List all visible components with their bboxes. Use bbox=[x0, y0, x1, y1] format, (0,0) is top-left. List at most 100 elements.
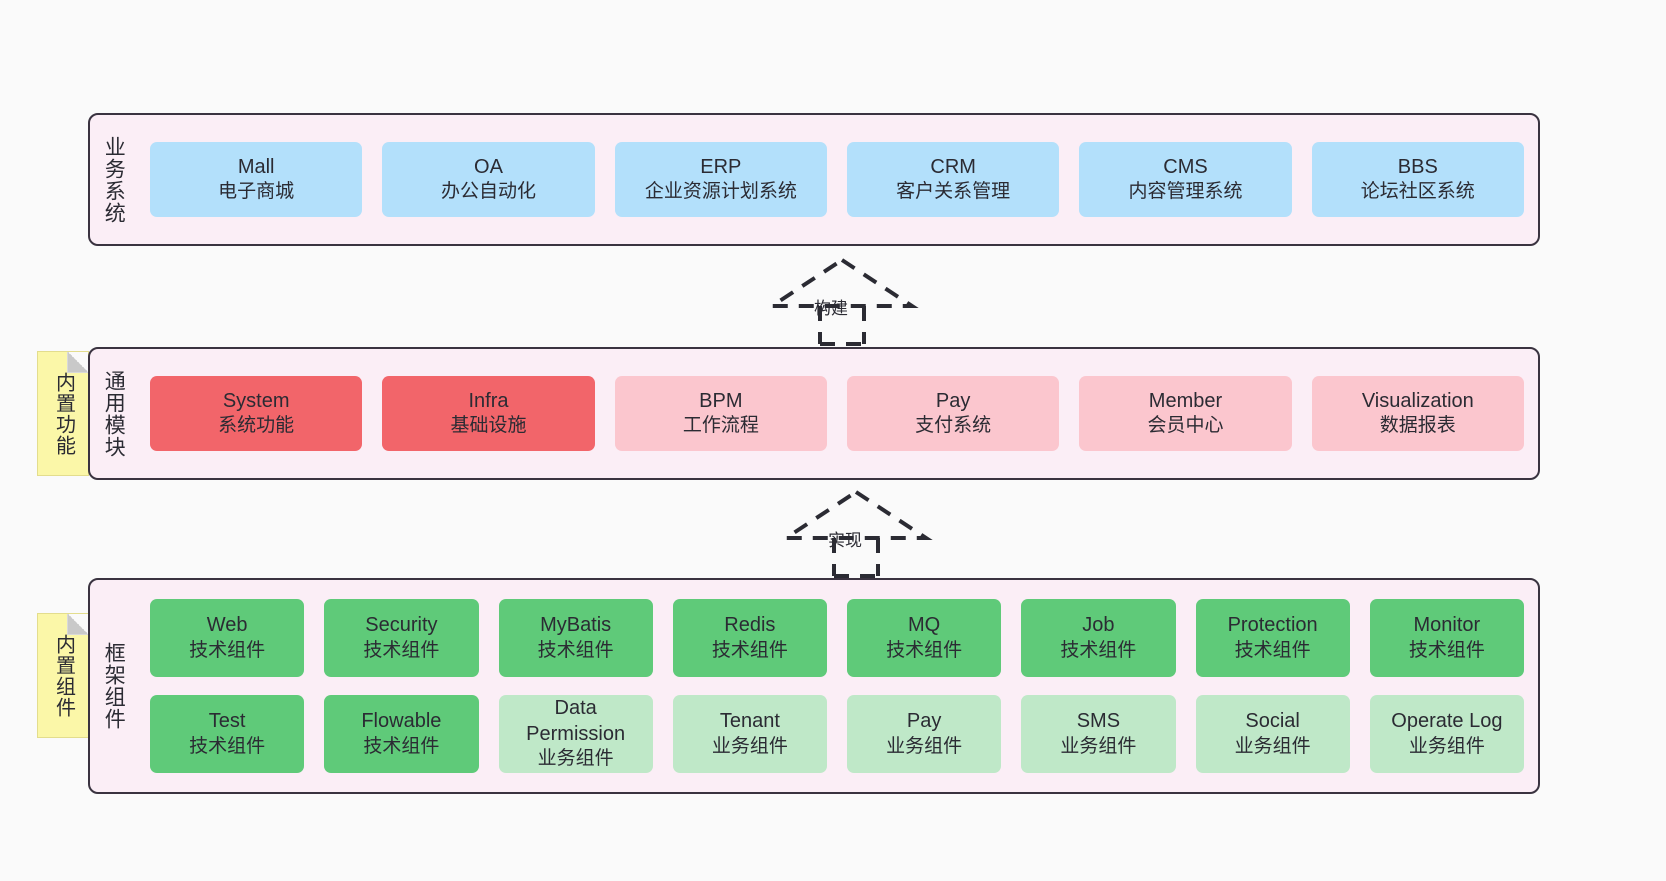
card-mall[interactable]: Mall 电子商城 bbox=[150, 142, 363, 217]
card-cms[interactable]: CMS 内容管理系统 bbox=[1079, 142, 1292, 217]
card-title: BPM bbox=[699, 389, 743, 412]
card-flowable[interactable]: Flowable 技术组件 bbox=[324, 695, 479, 773]
card-title: BBS bbox=[1397, 155, 1438, 178]
card-subtitle: 基础设施 bbox=[450, 415, 527, 437]
card-title: System bbox=[222, 389, 290, 412]
card-title: Web bbox=[206, 614, 248, 637]
card-subtitle: 业务组件 bbox=[1234, 735, 1311, 757]
card-system[interactable]: System 系统功能 bbox=[150, 376, 363, 451]
note-builtin-components: 内置组件 bbox=[37, 613, 89, 738]
card-bpm[interactable]: BPM 工作流程 bbox=[614, 376, 827, 451]
card-mq[interactable]: MQ 技术组件 bbox=[847, 599, 1002, 677]
card-subtitle: 内容管理系统 bbox=[1128, 181, 1243, 203]
card-subtitle: 数据报表 bbox=[1379, 415, 1456, 437]
card-operate-log[interactable]: Operate Log 业务组件 bbox=[1369, 695, 1524, 773]
card-subtitle: 会员中心 bbox=[1147, 415, 1224, 437]
card-member[interactable]: Member 会员中心 bbox=[1079, 376, 1292, 451]
card-subtitle: 技术组件 bbox=[189, 735, 266, 757]
card-subtitle: 技术组件 bbox=[189, 639, 266, 661]
card-subtitle: 技术组件 bbox=[1408, 639, 1485, 661]
layer-business-system: 业务系统 Mall 电子商城 OA 办公自动化 ERP 企业资源计划系统 CRM… bbox=[88, 113, 1540, 246]
card-monitor[interactable]: Monitor 技术组件 bbox=[1369, 599, 1524, 677]
card-subtitle: 技术组件 bbox=[1234, 639, 1311, 661]
card-redis[interactable]: Redis 技术组件 bbox=[672, 599, 827, 677]
card-title: SMS bbox=[1076, 710, 1121, 733]
card-mybatis[interactable]: MyBatis 技术组件 bbox=[498, 599, 653, 677]
card-subtitle: 客户关系管理 bbox=[896, 181, 1011, 203]
card-subtitle: 电子商城 bbox=[218, 181, 295, 203]
card-subtitle: 技术组件 bbox=[1060, 639, 1137, 661]
card-test[interactable]: Test 技术组件 bbox=[150, 695, 305, 773]
card-title: Protection bbox=[1227, 614, 1318, 637]
card-infra[interactable]: Infra 基础设施 bbox=[382, 376, 595, 451]
card-subtitle: 业务组件 bbox=[886, 735, 963, 757]
card-subtitle: 企业资源计划系统 bbox=[644, 181, 797, 203]
layer-body-business-system: Mall 电子商城 OA 办公自动化 ERP 企业资源计划系统 CRM 客户关系… bbox=[136, 115, 1538, 244]
card-sms[interactable]: SMS 业务组件 bbox=[1021, 695, 1176, 773]
card-title: Flowable bbox=[361, 710, 442, 733]
layer-label-framework-component: 框架组件 bbox=[102, 642, 126, 730]
note-label: 内置组件 bbox=[52, 633, 75, 718]
card-title: Data Permission bbox=[526, 697, 626, 745]
card-subtitle: 技术组件 bbox=[363, 639, 440, 661]
layer-framework-component: 框架组件 Web 技术组件 Security 技术组件 MyBatis 技术组件… bbox=[88, 578, 1540, 794]
connector-build-arrow: 构建 bbox=[752, 257, 932, 346]
card-title: OA bbox=[474, 155, 503, 178]
card-title: Tenant bbox=[719, 710, 780, 733]
card-row: System 系统功能 Infra 基础设施 BPM 工作流程 Pay 支付系统… bbox=[150, 376, 1524, 451]
card-pay-business[interactable]: Pay 业务组件 bbox=[847, 695, 1002, 773]
card-title: ERP bbox=[700, 155, 742, 178]
card-title: MQ bbox=[908, 614, 941, 637]
card-visualization[interactable]: Visualization 数据报表 bbox=[1311, 376, 1524, 451]
note-builtin-features: 内置功能 bbox=[37, 351, 89, 476]
layer-label-business-system: 业务系统 bbox=[102, 135, 126, 224]
card-crm[interactable]: CRM 客户关系管理 bbox=[846, 142, 1060, 217]
card-web[interactable]: Web 技术组件 bbox=[150, 599, 305, 677]
card-title: Social bbox=[1245, 710, 1300, 733]
card-title: Infra bbox=[468, 389, 509, 412]
connector-implement-arrow: 实现 bbox=[766, 489, 946, 578]
layer-common-module: 通用模块 System 系统功能 Infra 基础设施 BPM 工作流程 Pay… bbox=[88, 347, 1540, 480]
card-title: Job bbox=[1082, 614, 1115, 637]
card-erp[interactable]: ERP 企业资源计划系统 bbox=[614, 142, 827, 217]
card-subtitle: 支付系统 bbox=[915, 415, 992, 437]
connector-implement-label: 实现 bbox=[828, 531, 862, 550]
card-subtitle: 业务组件 bbox=[711, 735, 788, 757]
card-subtitle: 工作流程 bbox=[682, 415, 759, 437]
card-row: Test 技术组件 Flowable 技术组件 Data Permission … bbox=[150, 695, 1524, 773]
layer-body-framework-component: Web 技术组件 Security 技术组件 MyBatis 技术组件 Redi… bbox=[136, 580, 1538, 792]
card-subtitle: 论坛社区系统 bbox=[1360, 181, 1475, 203]
card-row: Mall 电子商城 OA 办公自动化 ERP 企业资源计划系统 CRM 客户关系… bbox=[150, 142, 1524, 217]
card-tenant[interactable]: Tenant 业务组件 bbox=[672, 695, 827, 773]
card-title: Mall bbox=[237, 155, 275, 178]
card-subtitle: 技术组件 bbox=[363, 735, 440, 757]
card-title: Visualization bbox=[1361, 389, 1474, 412]
card-title: Member bbox=[1148, 389, 1223, 412]
card-social[interactable]: Social 业务组件 bbox=[1195, 695, 1350, 773]
card-subtitle: 业务组件 bbox=[1060, 735, 1137, 757]
card-subtitle: 技术组件 bbox=[537, 639, 614, 661]
card-title: Test bbox=[208, 710, 246, 733]
card-subtitle: 技术组件 bbox=[886, 639, 963, 661]
card-bbs[interactable]: BBS 论坛社区系统 bbox=[1311, 142, 1524, 217]
card-security[interactable]: Security 技术组件 bbox=[324, 599, 479, 677]
card-title: MyBatis bbox=[540, 614, 612, 637]
card-data-permission[interactable]: Data Permission 业务组件 bbox=[498, 695, 653, 773]
card-title: Pay bbox=[935, 389, 971, 412]
card-row: Web 技术组件 Security 技术组件 MyBatis 技术组件 Redi… bbox=[150, 599, 1524, 677]
dashed-generalization-arrow-icon bbox=[765, 257, 919, 346]
note-label: 内置功能 bbox=[52, 371, 75, 456]
card-protection[interactable]: Protection 技术组件 bbox=[1195, 599, 1350, 677]
card-subtitle: 技术组件 bbox=[711, 639, 788, 661]
card-job[interactable]: Job 技术组件 bbox=[1021, 599, 1176, 677]
card-oa[interactable]: OA 办公自动化 bbox=[382, 142, 595, 217]
card-title: CMS bbox=[1163, 155, 1208, 178]
card-title: Monitor bbox=[1413, 614, 1481, 637]
card-subtitle: 系统功能 bbox=[218, 415, 295, 437]
card-title: Operate Log bbox=[1391, 710, 1503, 733]
card-title: CRM bbox=[930, 155, 976, 178]
card-subtitle: 业务组件 bbox=[537, 748, 614, 770]
card-pay[interactable]: Pay 支付系统 bbox=[846, 376, 1060, 451]
card-subtitle: 业务组件 bbox=[1408, 735, 1485, 757]
